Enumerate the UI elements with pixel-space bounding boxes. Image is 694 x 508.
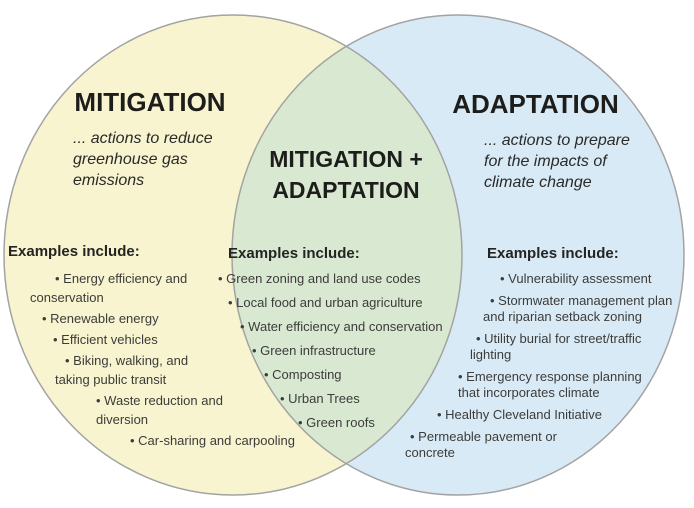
example-item: Biking, walking, and taking public trans… [8,351,215,389]
overlap-header: MITIGATION + ADAPTATION [246,144,446,206]
example-item: Vulnerability assessment [405,271,690,287]
mitigation-examples-list: Energy efficiency and conservation Renew… [8,269,308,450]
adaptation-title: ADAPTATION [452,89,619,119]
example-item: Car-sharing and carpooling [8,431,308,450]
adaptation-examples: Examples include: Vulnerability assessme… [405,245,690,467]
example-item: Green zoning and land use codes [218,271,470,287]
example-item: Emergency response planning that incorpo… [405,369,654,401]
mitigation-header: MITIGATION ... actions to reduce greenho… [55,86,245,191]
example-item: Urban Trees [218,391,470,407]
example-item: Green infrastructure [218,343,470,359]
overlap-title: MITIGATION + ADAPTATION [269,146,423,203]
overlap-examples-list: Green zoning and land use codes Local fo… [218,271,470,431]
example-item: Local food and urban agriculture [218,295,470,311]
example-item: Composting [218,367,470,383]
example-item: Stormwater management plan and riparian … [405,293,679,325]
mitigation-title: MITIGATION [74,87,226,117]
example-item: Renewable energy [8,309,308,328]
example-item: Energy efficiency and conservation [8,269,215,307]
mitigation-circle-outline [3,14,463,496]
example-item: Water efficiency and conservation [218,319,470,335]
example-item: Utility burial for street/traffic lighti… [405,331,666,363]
adaptation-header: ADAPTATION ... actions to prepare for th… [438,88,633,193]
mitigation-subtitle: ... actions to reduce greenhouse gas emi… [73,130,213,189]
example-item: Waste reduction and diversion [8,391,246,429]
adaptation-examples-label: Examples include: [487,245,619,262]
overlap-examples: Examples include: Green zoning and land … [218,245,470,439]
example-item: Permeable pavement or concrete [405,429,565,461]
mitigation-examples: Examples include: Energy efficiency and … [8,243,308,452]
overlap-examples-label: Examples include: [228,245,360,262]
mitigation-examples-label: Examples include: [8,243,140,260]
adaptation-subtitle: ... actions to prepare for the impacts o… [484,132,630,191]
example-item: Green roofs [218,415,470,431]
example-item: Efficient vehicles [8,330,308,349]
adaptation-circle-outline [231,14,685,496]
example-item: Healthy Cleveland Initiative [405,407,690,423]
adaptation-examples-list: Vulnerability assessment Stormwater mana… [405,271,690,461]
